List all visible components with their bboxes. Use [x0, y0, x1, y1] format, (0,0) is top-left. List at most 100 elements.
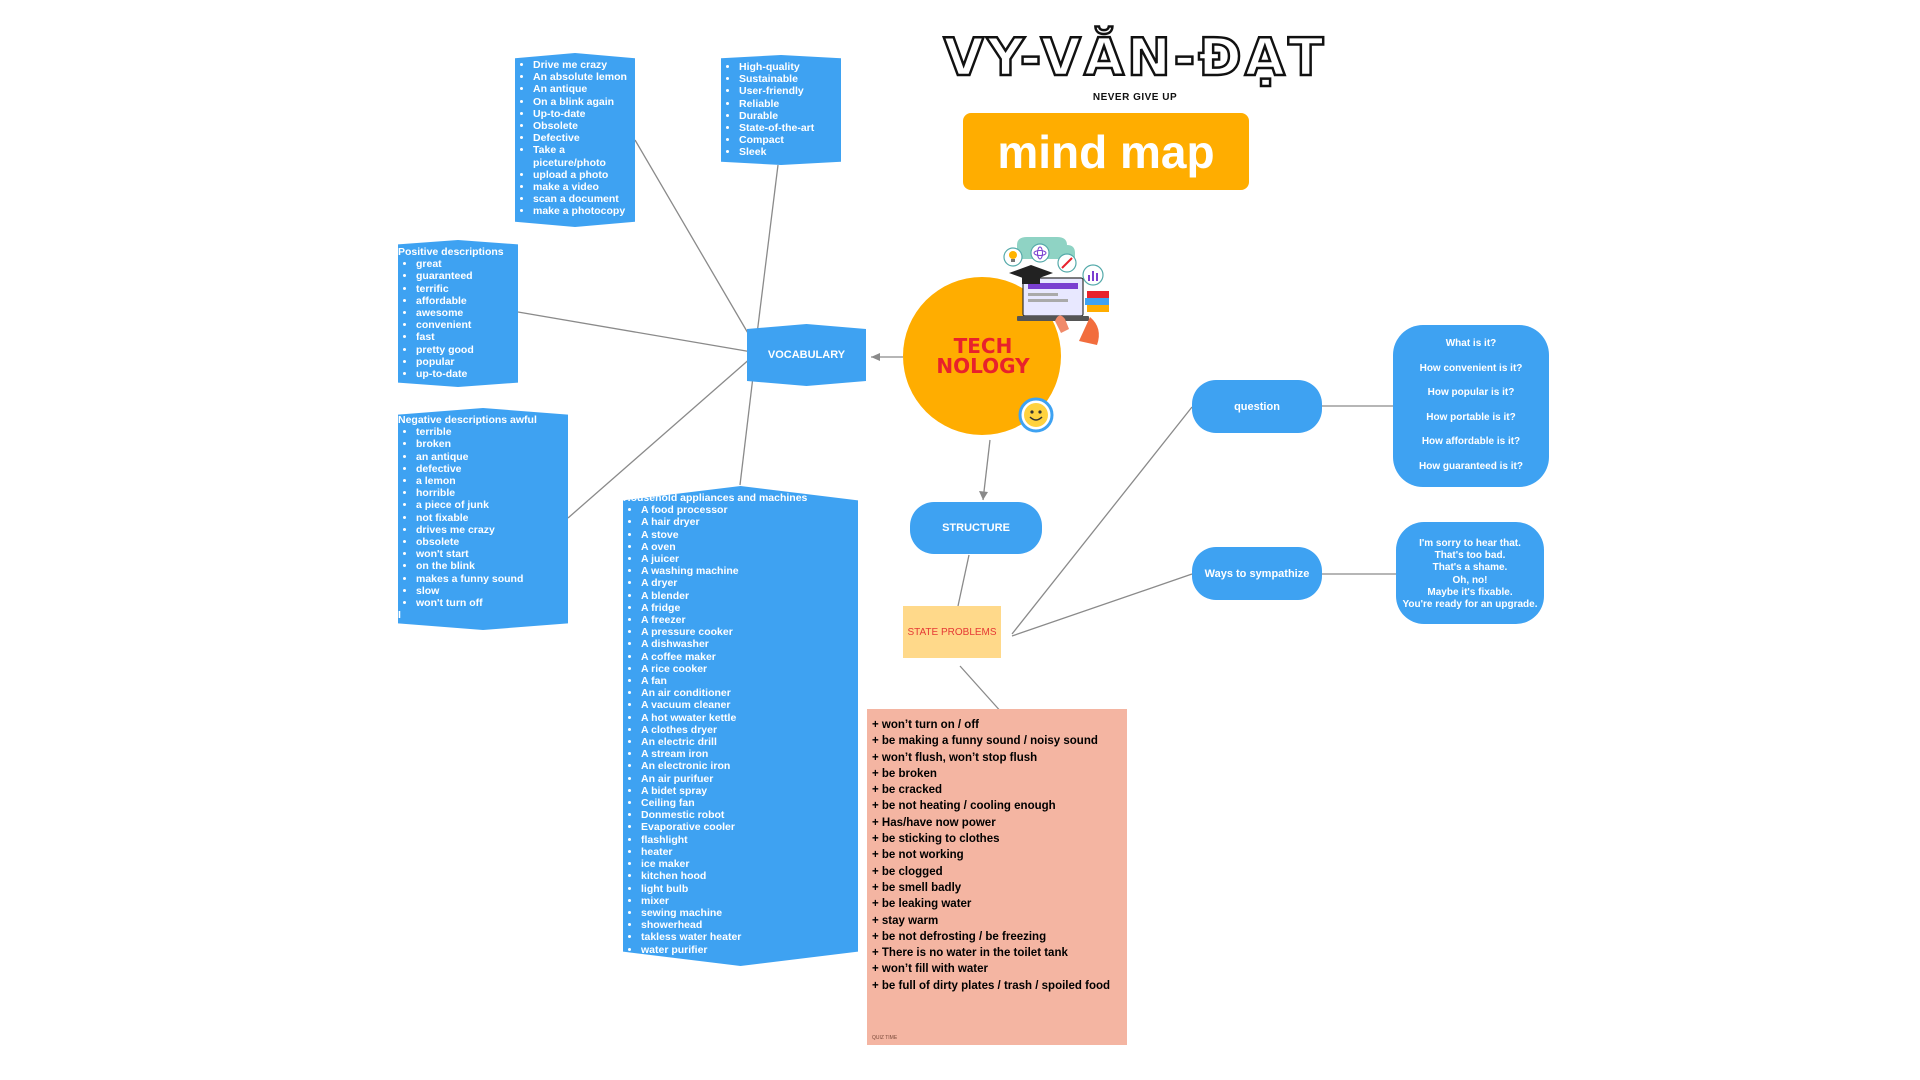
household-item: kitchen hood — [641, 870, 858, 882]
brand-tagline: NEVER GIVE UP — [1092, 92, 1178, 103]
household-item: heater — [641, 846, 858, 858]
vocab-item: Durable — [739, 110, 841, 122]
problem-line: + be leaking water — [872, 898, 972, 911]
vocab-box-top-right: High-qualitySustainableUser-friendlyReli… — [721, 55, 841, 165]
line-vocab-topleft — [634, 139, 753, 341]
question-item: How affordable is it? — [1421, 436, 1521, 447]
household-item: A oven — [641, 541, 858, 553]
question-item: How portable is it? — [1426, 411, 1516, 423]
sympathize-node: Ways to sympathize — [1192, 547, 1322, 600]
vocab-item: Defective — [533, 132, 635, 144]
household-item: A washing machine — [641, 565, 858, 577]
problem-line: + be not working — [872, 849, 964, 862]
vocab-item: High-quality — [739, 61, 841, 73]
negative-item: on the blink — [416, 560, 568, 572]
vocab-item: make a video — [533, 181, 635, 193]
problem-line: + won’t turn on / off — [872, 719, 979, 731]
negative-list: terriblebrokenan antiquedefectivea lemon… — [398, 426, 568, 609]
positive-item: up-to-date — [416, 368, 518, 380]
household-item: A pressure cooker — [641, 626, 858, 638]
tech-illustration — [1003, 237, 1109, 345]
problem-line: + stay warm — [872, 914, 939, 927]
vocab-item: Reliable — [739, 98, 841, 110]
negative-descriptions-box: Negative descriptions awful terriblebrok… — [398, 408, 568, 630]
structure-node: STRUCTURE — [910, 502, 1042, 554]
negative-item: horrible — [416, 487, 568, 499]
positive-item: terrific — [416, 283, 518, 295]
vocab-item: Sustainable — [739, 73, 841, 85]
vocab-list-top-right: High-qualitySustainableUser-friendlyReli… — [721, 61, 841, 159]
mind-map-banner: mind map — [963, 113, 1249, 190]
pencil-icon — [1057, 253, 1077, 273]
negative-item: obsolete — [416, 536, 568, 548]
household-item: takless water heater — [641, 931, 858, 943]
lightbulb-icon — [1003, 247, 1023, 267]
line-center-structure — [982, 439, 991, 501]
positive-item: awesome — [416, 307, 518, 319]
vocab-item: scan a document — [533, 193, 635, 205]
household-item: A freezer — [641, 614, 858, 626]
problem-line: + be broken — [872, 767, 937, 780]
laptop-icon — [1017, 277, 1089, 321]
household-item: A food processor — [641, 504, 858, 516]
negative-item: a lemon — [416, 475, 568, 487]
vocab-item: upload a photo — [533, 169, 635, 181]
negative-heading: Negative descriptions awful — [398, 414, 537, 426]
question-item: How popular is it? — [1427, 387, 1515, 398]
household-item: A vacuum cleaner — [641, 699, 858, 711]
question-item: How convenient is it? — [1419, 362, 1523, 374]
sympathize-items: I'm sorry to hear that.That's too bad.Th… — [1396, 538, 1544, 611]
household-item: Evaporative cooler — [641, 821, 858, 833]
household-item: A stove — [641, 529, 858, 541]
household-item: A dishwasher — [641, 638, 858, 650]
sympathize-item: I'm sorry to hear that. — [1419, 538, 1521, 549]
household-item: ice maker — [641, 858, 858, 870]
atom-icon — [1030, 243, 1050, 263]
household-item: An electronic iron — [641, 760, 858, 772]
positive-list: greatguaranteedterrificaffordableawesome… — [398, 258, 518, 380]
question-node: question — [1192, 380, 1322, 433]
sympathize-item: That's a shame. — [1432, 562, 1508, 574]
household-item: sewing machine — [641, 907, 858, 919]
negative-item: slow — [416, 585, 568, 597]
books-icon — [1085, 291, 1109, 312]
positive-item: popular — [416, 356, 518, 368]
negative-item: not fixable — [416, 512, 568, 524]
household-item: A hair dryer — [641, 516, 858, 528]
sympathize-item: Maybe it's fixable. — [1427, 586, 1513, 598]
positive-item: convenient — [416, 319, 518, 331]
problem-line: + be making a funny sound / noisy sound — [872, 735, 1098, 748]
vocab-list-top-left: Drive me crazyAn absolute lemonAn antiqu… — [515, 59, 635, 218]
positive-item: pretty good — [416, 344, 518, 356]
household-item: A coffee maker — [641, 651, 858, 663]
line-vocab-topright — [756, 164, 779, 335]
line-structure-state — [957, 554, 970, 607]
problem-line: + be sticking to clothes — [872, 833, 1000, 846]
line-state-sympathize — [1011, 573, 1193, 637]
problem-line: + be full of dirty plates / trash / spoi… — [872, 979, 1111, 992]
vocab-item: make a photocopy — [533, 205, 635, 217]
household-item: water purifier — [641, 944, 858, 956]
problem-line: + There is no water in the toilet tank — [872, 947, 1068, 960]
question-item: What is it? — [1445, 338, 1497, 349]
household-item: A rice cooker — [641, 663, 858, 675]
vocab-item: Drive me crazy — [533, 59, 635, 71]
household-item: A stream iron — [641, 748, 858, 760]
brand-title: VY-VĂN-ĐẠT — [942, 27, 1327, 90]
line-state-problems — [959, 665, 1004, 715]
household-item: Donmestic robot — [641, 809, 858, 821]
vocab-item: Take a piceture/photo — [533, 144, 635, 168]
household-item: Ceiling fan — [641, 797, 858, 809]
household-heading: Household appliances and machines — [623, 492, 808, 504]
vocab-item: On a blink again — [533, 96, 635, 108]
technology-label: TECH NOLOGY — [936, 334, 1030, 378]
household-item: A clothes dryer — [641, 724, 858, 736]
positive-item: guaranteed — [416, 270, 518, 282]
problem-line: + be not defrosting / be freezing — [872, 930, 1047, 943]
household-item: showerhead — [641, 919, 858, 931]
vocab-item: Obsolete — [533, 120, 635, 132]
vocab-item: An absolute lemon — [533, 71, 635, 83]
household-item: light bulb — [641, 883, 858, 895]
problem-line: + won’t flush, won’t stop flush — [872, 751, 1038, 764]
